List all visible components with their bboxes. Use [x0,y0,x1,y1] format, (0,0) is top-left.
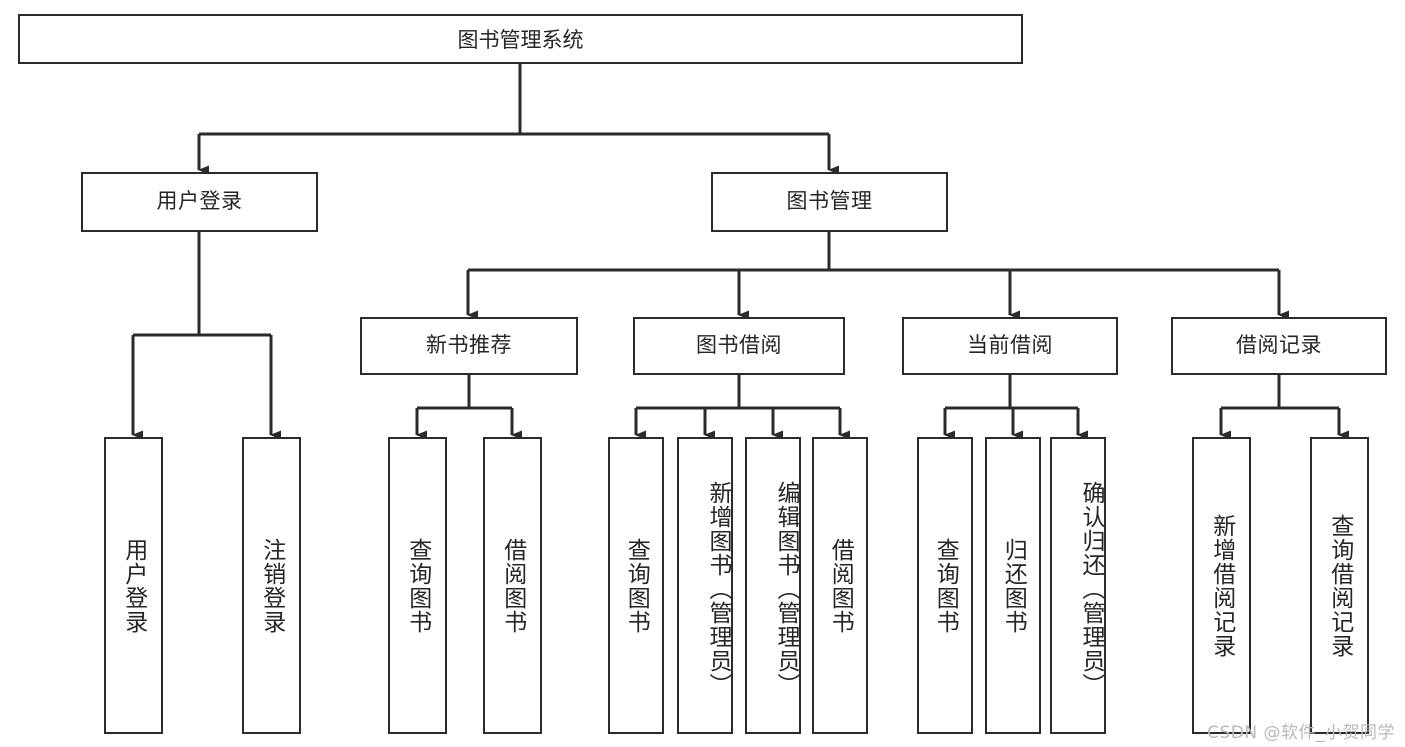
node-leaf-confirm-return-admin[interactable]: 确认归还（管理员） [1050,437,1106,734]
node-current-borrow-label: 当前借阅 [967,333,1053,358]
node-leaf-query-book-2-label: 查询图书 [623,537,650,634]
node-user-login-label: 用户登录 [156,189,243,214]
node-user-login[interactable]: 用户登录 [81,172,318,232]
node-book-borrow-label: 图书借阅 [696,333,782,358]
node-current-borrow[interactable]: 当前借阅 [902,317,1118,375]
node-leaf-add-borrow-record-label: 新增借阅记录 [1208,513,1235,658]
node-leaf-add-book-admin[interactable]: 新增图书（管理员） [677,437,733,734]
node-root-system-label: 图书管理系统 [457,28,584,52]
node-leaf-logout-login[interactable]: 注销登录 [242,437,301,734]
node-book-borrow[interactable]: 图书借阅 [633,317,845,375]
node-leaf-edit-book-admin-label: 编辑图书（管理员） [773,480,799,697]
node-book-manage[interactable]: 图书管理 [711,172,948,232]
node-leaf-borrow-book-2-label: 借阅图书 [827,537,854,634]
node-new-book-recommend-label: 新书推荐 [426,333,512,358]
node-book-manage-label: 图书管理 [786,189,873,214]
node-leaf-query-book-1[interactable]: 查询图书 [388,437,447,734]
node-leaf-return-book[interactable]: 归还图书 [985,437,1041,734]
node-leaf-query-borrow-record[interactable]: 查询借阅记录 [1310,437,1369,734]
node-leaf-return-book-label: 归还图书 [1000,537,1027,634]
node-borrow-records[interactable]: 借阅记录 [1171,317,1387,375]
node-borrow-records-label: 借阅记录 [1236,333,1322,358]
node-leaf-query-book-2[interactable]: 查询图书 [608,437,664,734]
node-leaf-borrow-book-1[interactable]: 借阅图书 [483,437,542,734]
node-leaf-add-borrow-record[interactable]: 新增借阅记录 [1192,437,1251,734]
node-leaf-logout-login-label: 注销登录 [258,537,285,634]
node-new-book-recommend[interactable]: 新书推荐 [360,317,578,375]
node-leaf-query-book-1-label: 查询图书 [404,537,431,634]
node-leaf-user-login[interactable]: 用户登录 [104,437,163,734]
node-leaf-borrow-book-2[interactable]: 借阅图书 [812,437,868,734]
node-root-system[interactable]: 图书管理系统 [18,14,1023,64]
node-leaf-query-borrow-record-label: 查询借阅记录 [1326,513,1353,658]
node-leaf-query-book-3[interactable]: 查询图书 [917,437,973,734]
node-leaf-user-login-label: 用户登录 [120,537,147,634]
node-leaf-edit-book-admin[interactable]: 编辑图书（管理员） [745,437,801,734]
node-leaf-query-book-3-label: 查询图书 [932,537,959,634]
node-leaf-confirm-return-admin-label: 确认归还（管理员） [1078,480,1104,697]
node-leaf-borrow-book-1-label: 借阅图书 [499,537,526,634]
node-leaf-add-book-admin-label: 新增图书（管理员） [705,480,731,697]
